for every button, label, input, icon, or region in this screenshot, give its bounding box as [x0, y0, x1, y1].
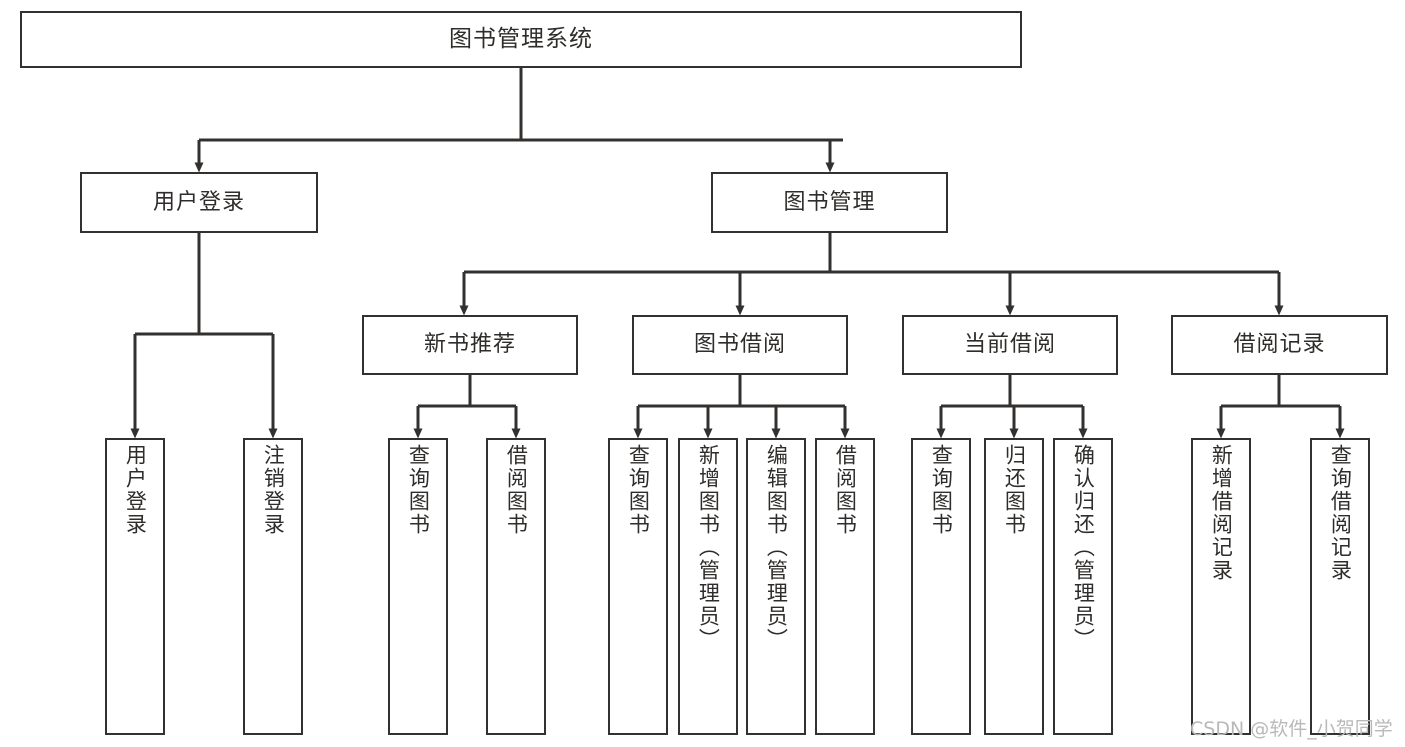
node-leaf-query-book-current[interactable]: 查询图书 — [911, 438, 971, 735]
node-book-manage-label: 图书管理 — [783, 189, 876, 215]
node-leaf-query-book-borrow[interactable]: 查询图书 — [608, 438, 668, 735]
node-leaf-edit-book-admin-label: 编辑图书（管理员） — [764, 444, 789, 651]
node-root-label: 图书管理系统 — [449, 25, 593, 52]
node-leaf-borrow-book[interactable]: 借阅图书 — [815, 438, 875, 735]
node-leaf-query-borrow-record[interactable]: 查询借阅记录 — [1310, 438, 1370, 735]
node-leaf-query-book-rec-label: 查询图书 — [406, 444, 431, 536]
node-current-borrow-label: 当前借阅 — [963, 332, 1056, 358]
node-leaf-logout-login[interactable]: 注销登录 — [243, 438, 303, 735]
node-user-login-label: 用户登录 — [152, 189, 245, 215]
node-root[interactable]: 图书管理系统 — [20, 11, 1022, 68]
node-leaf-add-borrow-record[interactable]: 新增借阅记录 — [1191, 438, 1251, 735]
node-leaf-borrow-book-rec[interactable]: 借阅图书 — [486, 438, 546, 735]
node-leaf-return-book-label: 归还图书 — [1002, 444, 1027, 536]
watermark: CSDN @软件_小贺同学 — [1190, 718, 1393, 740]
node-leaf-confirm-return-admin[interactable]: 确认归还（管理员） — [1053, 438, 1113, 735]
node-book-borrow[interactable]: 图书借阅 — [632, 315, 848, 375]
node-leaf-query-book-borrow-label: 查询图书 — [626, 444, 651, 536]
node-book-manage[interactable]: 图书管理 — [711, 172, 948, 233]
node-leaf-query-book-current-label: 查询图书 — [929, 444, 954, 536]
node-leaf-query-borrow-record-label: 查询借阅记录 — [1328, 444, 1353, 582]
node-leaf-add-book-admin-label: 新增图书（管理员） — [696, 444, 721, 651]
node-current-borrow[interactable]: 当前借阅 — [902, 315, 1118, 375]
node-leaf-add-borrow-record-label: 新增借阅记录 — [1209, 444, 1234, 582]
node-new-book-rec[interactable]: 新书推荐 — [362, 315, 578, 375]
node-new-book-rec-label: 新书推荐 — [423, 332, 516, 358]
node-book-borrow-label: 图书借阅 — [693, 332, 786, 358]
node-leaf-borrow-book-label: 借阅图书 — [833, 444, 858, 536]
node-leaf-user-login[interactable]: 用户登录 — [105, 438, 165, 735]
node-leaf-return-book[interactable]: 归还图书 — [984, 438, 1044, 735]
node-leaf-confirm-return-admin-label: 确认归还（管理员） — [1071, 444, 1096, 651]
node-leaf-borrow-book-rec-label: 借阅图书 — [504, 444, 529, 536]
node-leaf-query-book-rec[interactable]: 查询图书 — [388, 438, 448, 735]
node-user-login[interactable]: 用户登录 — [80, 172, 318, 233]
node-borrow-record-label: 借阅记录 — [1233, 332, 1326, 358]
node-leaf-logout-login-label: 注销登录 — [261, 444, 286, 536]
node-leaf-user-login-label: 用户登录 — [123, 444, 148, 536]
node-borrow-record[interactable]: 借阅记录 — [1171, 315, 1388, 375]
node-leaf-edit-book-admin[interactable]: 编辑图书（管理员） — [746, 438, 806, 735]
node-leaf-add-book-admin[interactable]: 新增图书（管理员） — [678, 438, 738, 735]
